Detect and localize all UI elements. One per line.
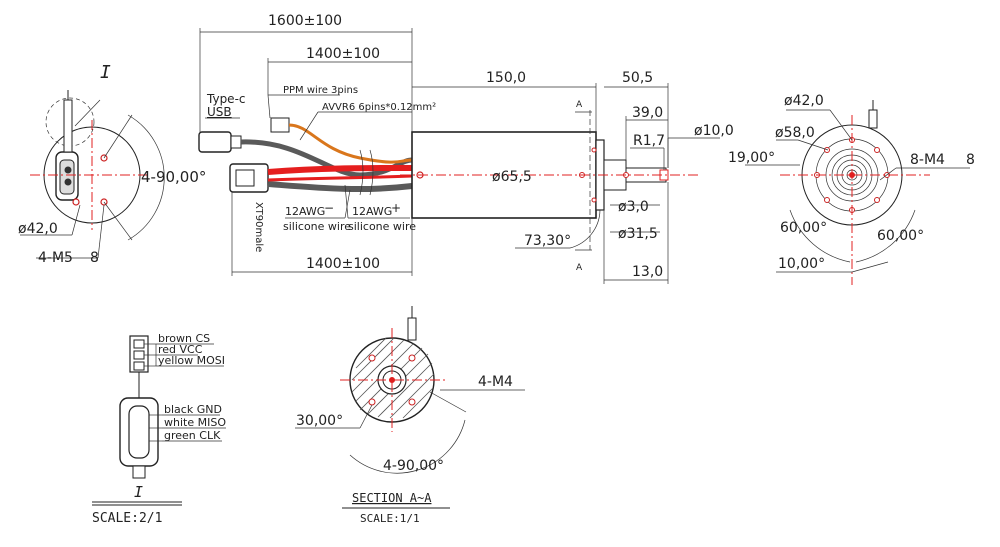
dim-39: 39,0	[632, 105, 663, 121]
dim-1400-bottom: 1400±100	[306, 256, 380, 272]
section-marker-top: A	[576, 100, 583, 110]
section-marker-bottom: A	[576, 263, 583, 273]
section-angle-30: 30,00°	[296, 413, 343, 429]
dim-13: 13,0	[632, 264, 663, 280]
silicone-wire-2: silicone wire	[348, 220, 416, 233]
dim-1600: 1600±100	[268, 13, 342, 29]
awg-plus-sign: +	[391, 201, 401, 215]
cable-assembly: Type-c USB PPM wire 3pins AVVR6 6pins*0.…	[198, 85, 436, 252]
right-angle-60b: 60,00°	[877, 228, 924, 244]
section-angle-90: 4-90,00°	[383, 458, 444, 474]
right-thread-depth: 8	[966, 152, 975, 168]
usb-connector	[198, 131, 232, 153]
typec-label: Type-c	[206, 92, 246, 106]
left-end-view: I 4-90,00° ø42,0 4-M5 8	[18, 62, 206, 266]
dim-150: 150,0	[486, 70, 526, 86]
pin-label-1: red VCC	[158, 343, 203, 356]
dim-73-30: 73,30°	[524, 233, 571, 249]
left-diameter-label: ø42,0	[18, 221, 58, 237]
right-end-view: ø42,0 ø58,0 19,00° 8-M4 8 60,00° 60,00° …	[728, 93, 975, 285]
dim-phi65-5: ø65,5	[492, 169, 532, 185]
left-thread-label: 4-M5	[38, 250, 73, 266]
dim-phi3: ø3,0	[618, 199, 649, 215]
awg-minus-sign: −	[324, 201, 334, 215]
section-scale: SCALE:1/1	[360, 512, 420, 525]
awg-plus-label: 12AWG	[352, 205, 392, 218]
usb-pin-label-2: green CLK	[164, 429, 221, 442]
awg-minus-label: 12AWG	[285, 205, 325, 218]
avvr-label: AVVR6 6pins*0.12mm²	[322, 102, 436, 113]
ppm-connector	[270, 117, 290, 133]
right-angle-19: 19,00°	[728, 150, 775, 166]
section-title: SECTION A~A	[352, 491, 432, 505]
pin-label-0: brown CS	[158, 332, 210, 345]
dim-50-5: 50,5	[622, 70, 653, 86]
right-thread-label: 8-M4	[910, 152, 945, 168]
dim-phi10: ø10,0	[694, 123, 734, 139]
dim-r1-7: R1,7	[633, 133, 665, 149]
usb-pin-label-1: white MISO	[164, 416, 226, 429]
left-thread-depth: 8	[90, 250, 99, 266]
right-phi42: ø42,0	[784, 93, 824, 109]
right-angle-10: 10,00°	[778, 256, 825, 272]
usb-pin-label-0: black GND	[164, 403, 222, 416]
silicone-wire-1: silicone wire	[283, 220, 351, 233]
right-angle-60a: 60,00°	[780, 220, 827, 236]
left-detail-label: I	[100, 62, 111, 83]
connector-detail: brown CS red VCC yellow MOSI black GND w…	[92, 332, 226, 526]
left-angle-label: 4-90,00°	[141, 168, 206, 186]
section-a-a: 4-M4 30,00° 4-90,00° SECTION A~A SCALE:1…	[295, 306, 525, 525]
dim-phi31-5: ø31,5	[618, 226, 658, 242]
xt90-label: XT90male	[253, 202, 264, 252]
ppm-label: PPM wire 3pins	[283, 85, 358, 96]
motor-side-view: A A 1600±100 1400±100 150,0 50,5 39,0 R1…	[199, 13, 734, 284]
pin-label-2: yellow MOSI	[158, 354, 225, 367]
right-phi58: ø58,0	[775, 125, 815, 141]
dim-1400-top: 1400±100	[306, 46, 380, 62]
detail-label: I	[134, 483, 143, 501]
detail-scale: SCALE:2/1	[92, 511, 162, 526]
usb-label: USB	[207, 105, 232, 119]
section-thread-label: 4-M4	[478, 374, 513, 390]
